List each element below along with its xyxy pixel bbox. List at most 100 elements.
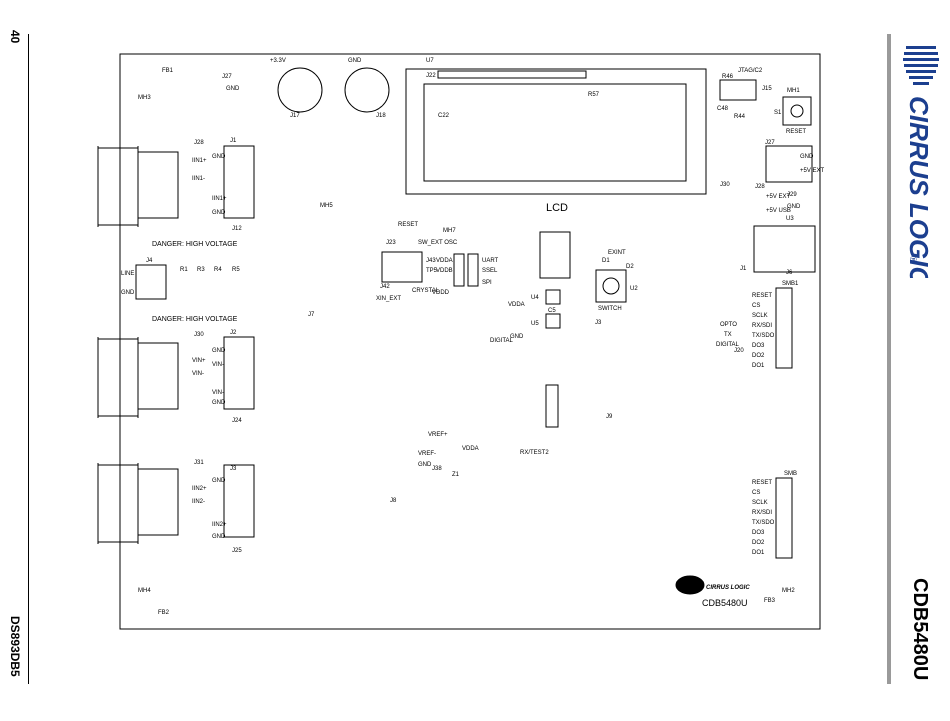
svg-text:J9: J9 [606, 414, 613, 420]
svg-text:D2: D2 [626, 264, 634, 270]
svg-text:GND: GND [510, 334, 524, 340]
svg-text:U4: U4 [531, 295, 539, 301]
header-j1 [223, 145, 255, 219]
svg-text:VREF-: VREF- [418, 451, 436, 457]
warning-2: DANGER: HIGH VOLTAGE [152, 316, 238, 323]
warning-1: DANGER: HIGH VOLTAGE [152, 241, 238, 248]
svg-text:J8: J8 [390, 498, 397, 504]
board-outline [119, 53, 821, 630]
svg-text:UART: UART [482, 258, 499, 264]
smb-header-bot [775, 477, 793, 559]
svg-text:MH4: MH4 [138, 588, 151, 594]
svg-text:IIN1+: IIN1+ [212, 196, 227, 202]
svg-text:DO3: DO3 [752, 530, 765, 536]
svg-text:J30: J30 [720, 182, 730, 188]
svg-text:J4: J4 [146, 258, 153, 264]
svg-text:U5: U5 [531, 321, 539, 327]
brand-swirl-icon [903, 46, 939, 85]
right-margin-rule [887, 34, 891, 684]
svg-text:SSEL: SSEL [482, 268, 498, 274]
svg-text:DO3: DO3 [752, 343, 765, 349]
svg-text:GND: GND [121, 290, 135, 296]
header-j3 [223, 464, 255, 538]
svg-text:FB3: FB3 [764, 598, 776, 604]
svg-text:RESET: RESET [752, 293, 772, 299]
svg-text:J43: J43 [426, 258, 436, 264]
svg-text:C22: C22 [438, 113, 450, 119]
svg-text:GND: GND [212, 534, 226, 540]
svg-text:FB2: FB2 [158, 610, 170, 616]
svg-text:DO2: DO2 [752, 540, 765, 546]
header-uart [453, 253, 465, 287]
svg-text:CS: CS [752, 303, 760, 309]
svg-text:J6: J6 [786, 270, 793, 276]
jtag-header [719, 79, 757, 101]
svg-text:MH5: MH5 [320, 203, 333, 209]
svg-text:J1: J1 [230, 138, 237, 144]
svg-text:GND: GND [418, 462, 432, 468]
svg-text:J18: J18 [376, 113, 386, 119]
power-jack [765, 145, 813, 183]
svg-text:R3: R3 [197, 267, 205, 273]
svg-text:RESET: RESET [398, 222, 418, 228]
svg-text:LINE: LINE [121, 271, 134, 277]
board-name: CDB5480U [909, 578, 931, 681]
svg-text:GND: GND [212, 210, 226, 216]
svg-text:RESET: RESET [786, 129, 806, 135]
svg-text:TX/SDO: TX/SDO [752, 520, 775, 526]
document-id: DS893DB5 [8, 616, 22, 677]
svg-text:GND: GND [348, 58, 362, 64]
svg-text:SW_EXT OSC: SW_EXT OSC [418, 240, 458, 246]
line-connector [135, 264, 167, 300]
svg-text:GND: GND [800, 154, 814, 160]
svg-text:+3.3V: +3.3V [270, 58, 286, 64]
svg-text:IIN1+: IIN1+ [192, 158, 207, 164]
page-number: 40 [8, 30, 22, 44]
svg-text:IIN2-: IIN2- [192, 499, 205, 505]
connector-mid [97, 337, 179, 418]
svg-text:VIN+: VIN+ [192, 358, 206, 364]
svg-text:J28: J28 [755, 184, 765, 190]
svg-text:GND: GND [212, 348, 226, 354]
cap-3v3 [277, 67, 323, 113]
silk-lcd: LCD [546, 202, 568, 214]
svg-text:MH7: MH7 [443, 228, 456, 234]
svg-text:R5: R5 [232, 267, 240, 273]
svg-text:GND: GND [212, 154, 226, 160]
svg-text:MH1: MH1 [787, 88, 800, 94]
svg-text:DIGITAL: DIGITAL [490, 338, 514, 344]
svg-text:J2: J2 [230, 330, 237, 336]
svg-text:SWITCH: SWITCH [598, 306, 622, 312]
connector-top [97, 146, 179, 227]
svg-text:J27: J27 [222, 74, 232, 80]
svg-text:SMB1: SMB1 [782, 281, 799, 287]
cirrus-logic-brand-logo: CIRRUS LOGIC ® [903, 46, 939, 278]
svg-text:D1: D1 [602, 258, 610, 264]
svg-text:TX: TX [724, 332, 732, 338]
svg-text:DO1: DO1 [752, 550, 765, 556]
svg-text:SCLK: SCLK [752, 313, 768, 319]
svg-text:EXINT: EXINT [608, 250, 626, 256]
svg-text:VIN-: VIN- [212, 390, 224, 396]
svg-text:VDDA: VDDA [508, 302, 525, 308]
svg-text:J29: J29 [787, 192, 797, 198]
svg-text:J30: J30 [194, 332, 204, 338]
svg-text:DO1: DO1 [752, 363, 765, 369]
svg-text:+5V USB: +5V USB [766, 208, 791, 214]
svg-text:MH3: MH3 [138, 95, 151, 101]
svg-text:Z1: Z1 [452, 472, 460, 478]
silk-logo: CIRRUS LOGIC [706, 585, 750, 591]
svg-text:U3: U3 [786, 216, 794, 222]
svg-text:JTAG/C2: JTAG/C2 [738, 68, 763, 74]
svg-text:J31: J31 [194, 460, 204, 466]
usb-connector [753, 225, 816, 273]
svg-text:R57: R57 [588, 92, 600, 98]
svg-text:DIGITAL: DIGITAL [716, 342, 740, 348]
ic-osc [381, 251, 423, 283]
svg-text:CS: CS [752, 490, 760, 496]
svg-text:J7: J7 [308, 312, 315, 318]
header-j2 [223, 336, 255, 410]
svg-text:VDDA: VDDA [436, 258, 453, 264]
svg-text:IIN2+: IIN2+ [212, 522, 227, 528]
